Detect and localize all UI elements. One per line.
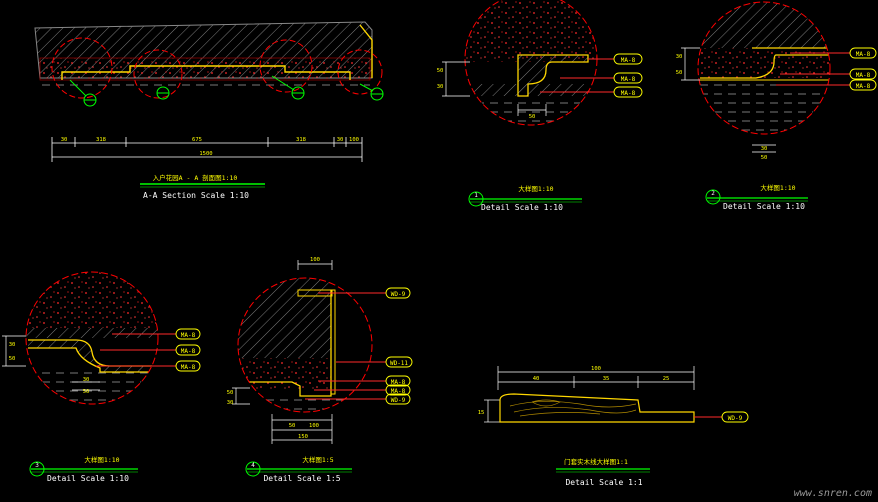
detail-1-dim-h1: 50: [529, 114, 536, 120]
detail-3-tag-2: MA-8: [181, 348, 196, 355]
detail-2-dim-h2: 50: [761, 155, 768, 161]
detail-2-dim-v2: 50: [676, 70, 683, 76]
detail-4-dim-top: 100: [310, 257, 320, 263]
detail-5-tag-box: [721, 411, 749, 423]
detail-4: WD-9 WD-11 MA-8 MA-8 WD-9 100 50 30 50 1…: [227, 257, 413, 483]
detail-5-label: 门套实木线大样图1:1 Detail Scale 1:1: [556, 457, 650, 487]
detail-2-tag-2: MA-8: [856, 72, 871, 79]
section-title-cn: 入户花园A - A 剖面图1:10: [153, 173, 238, 182]
section-detail-circle-2: [133, 49, 183, 99]
detail-3-tag-3: MA-8: [181, 364, 196, 371]
detail-3-dim-v1: 30: [9, 342, 16, 348]
detail-5-dim-v1: 15: [478, 410, 485, 416]
detail-4-title-cn: 大样图1:5: [302, 455, 333, 464]
section-dim-4: 318: [296, 137, 306, 143]
detail-5-dim-1: 40: [533, 376, 540, 382]
detail-5-tag-1: WD-9: [728, 415, 743, 422]
detail-3-dim-h2: 50: [83, 389, 90, 395]
detail-4-title-en: Detail Scale 1:5: [263, 474, 340, 483]
detail-1-dim-v1: 50: [437, 68, 444, 74]
section-title-en: A-A Section Scale 1:10: [143, 191, 249, 200]
watermark: www.snren.com: [794, 488, 872, 499]
detail-3-tags: MA-8 MA-8 MA-8: [175, 328, 201, 372]
section-dim-1: 30: [61, 137, 68, 143]
detail-5-title-en: Detail Scale 1:1: [565, 478, 642, 487]
detail-3-title-cn: 大样图1:10: [84, 455, 119, 464]
section-aa: 30 318 675 318 30 100 1500 入户花园A - A 剖面图…: [34, 21, 384, 200]
section-wood-edge: [359, 24, 373, 78]
detail-2-tag-1: MA-8: [856, 51, 871, 58]
section-detail-circle-3: [259, 39, 313, 93]
section-detail-circle-4: [337, 49, 383, 95]
detail-1: MA-8 MA-8 MA-8 50 30 50 1 大样图1:10 Detail…: [437, 0, 643, 212]
detail-2-title-cn: 大样图1:10: [760, 183, 795, 192]
detail-4-dim-v2: 30: [227, 400, 234, 406]
detail-2-dim-v1: 30: [676, 54, 683, 60]
detail-2: MA-8 MA-8 MA-8 30 50 30 50 2 大样图1:10 Det…: [676, 1, 877, 211]
detail-1-tags: MA-8 MA-8 MA-8: [613, 53, 643, 98]
detail-4-dim-h2: 100: [309, 423, 319, 429]
detail-4-dim-h1: 50: [289, 423, 296, 429]
section-mortar: [39, 57, 371, 81]
section-detail-circle-1: [51, 37, 113, 99]
section-wood-profile: [61, 65, 351, 80]
section-dim-6: 100: [349, 137, 359, 143]
detail-5-dim-total: 100: [591, 366, 601, 372]
detail-3-number: 3: [35, 462, 39, 469]
section-callout-markers: [69, 75, 384, 107]
detail-5-grain: [509, 399, 637, 417]
detail-5-dim-3: 25: [663, 376, 670, 382]
detail-1-title-en: Detail Scale 1:10: [481, 203, 563, 212]
detail-2-tags: MA-8 MA-8 MA-8: [849, 47, 877, 91]
detail-4-tag-3: MA-8: [391, 379, 406, 386]
detail-2-tag-3: MA-8: [856, 83, 871, 90]
detail-2-number-bubble: [705, 189, 721, 205]
detail-1-tag-3: MA-8: [621, 90, 636, 97]
detail-4-tag-5: WD-9: [391, 397, 406, 404]
detail-2-number: 2: [711, 190, 715, 197]
detail-2-dim-h1: 30: [761, 146, 768, 152]
detail-4-dim-total: 150: [298, 434, 308, 440]
detail-2-title-en: Detail Scale 1:10: [723, 202, 805, 211]
detail-5-profile: [499, 393, 695, 423]
detail-1-tag-2: MA-8: [621, 76, 636, 83]
section-floor-dash: [40, 80, 370, 92]
detail-4-number: 4: [251, 462, 255, 469]
detail-4-dim-v1: 50: [227, 390, 234, 396]
detail-3-tag-1: MA-8: [181, 332, 196, 339]
detail-3-dim-h1: 30: [83, 377, 90, 383]
detail-5-dim-2: 35: [603, 376, 610, 382]
detail-3-title-en: Detail Scale 1:10: [47, 474, 129, 483]
section-dim-5: 30: [337, 137, 344, 143]
detail-1-label: 1 大样图1:10 Detail Scale 1:10: [468, 184, 582, 212]
detail-4-tags: WD-9 WD-11 MA-8 MA-8 WD-9: [385, 287, 413, 405]
detail-5: 100 40 35 25 15 WD-9 门套实木线大样图1:1 Detail …: [478, 366, 749, 487]
detail-3-dim-v2: 50: [9, 356, 16, 362]
detail-5-title-cn: 门套实木线大样图1:1: [564, 457, 628, 466]
section-dimension-line: [51, 137, 363, 162]
section-dim-2: 318: [96, 137, 106, 143]
detail-2-label: 2 大样图1:10 Detail Scale 1:10: [705, 183, 808, 211]
detail-1-number: 1: [474, 192, 478, 199]
detail-3-label: 3 大样图1:10 Detail Scale 1:10: [29, 455, 138, 483]
detail-1-tag-1: MA-8: [621, 57, 636, 64]
detail-4-tag-4: MA-8: [391, 388, 406, 395]
section-dim-total: 1500: [199, 151, 212, 157]
detail-3: MA-8 MA-8 MA-8 30 50 30 50 3 大样图1:10 Det…: [2, 271, 201, 483]
detail-4-tag-2: WD-11: [390, 360, 408, 367]
detail-1-dim-v2: 30: [437, 84, 444, 90]
detail-1-title-cn: 大样图1:10: [518, 184, 553, 193]
section-dim-3: 675: [192, 137, 202, 143]
detail-4-label: 4 大样图1:5 Detail Scale 1:5: [245, 455, 352, 483]
detail-4-tag-1: WD-9: [391, 291, 406, 298]
